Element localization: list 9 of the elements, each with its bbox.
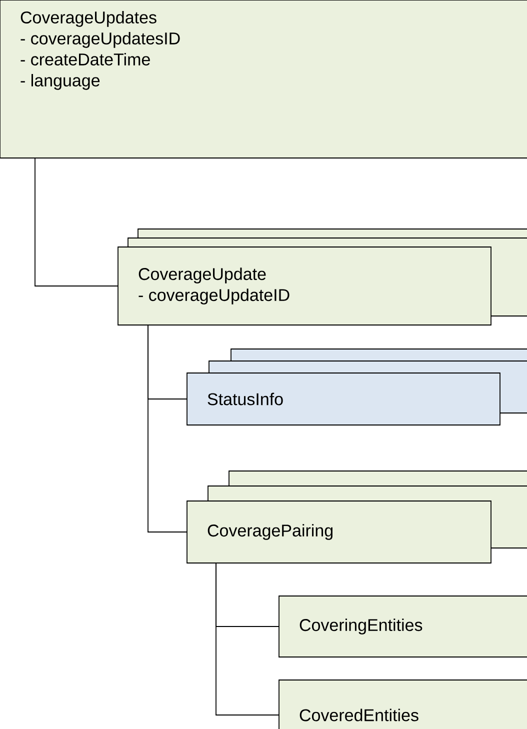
- connector-line: [148, 324, 188, 532]
- class-box: StatusInfo: [186, 348, 527, 426]
- class-box: CoverageUpdates - coverageUpdatesID - createDateTime - language: [0, 0, 527, 158]
- class-box: CoveredEntities: [278, 680, 527, 729]
- class-box: CoverageUpdate - coverageUpdateID: [118, 228, 527, 326]
- connector-line: [34, 158, 118, 286]
- class-box: CoveringEntities: [278, 596, 527, 658]
- connector-line: [216, 562, 280, 716]
- class-box: CoveragePairing: [186, 470, 527, 564]
